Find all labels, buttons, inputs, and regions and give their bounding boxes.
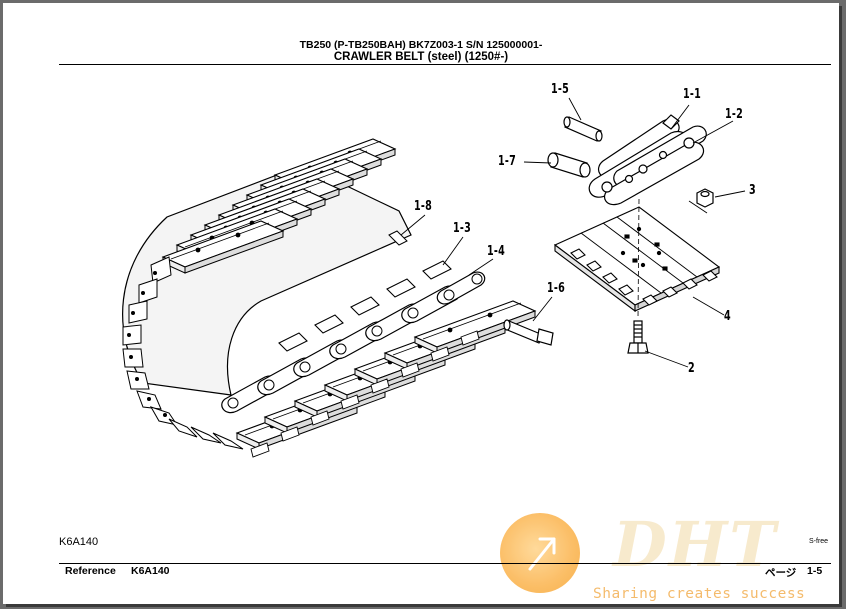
callout-1-5: 1-5: [551, 82, 570, 97]
part-3-nut: [696, 188, 714, 208]
callout-3: 3: [749, 183, 756, 198]
part-1-5-bushing: [563, 116, 603, 142]
center-line: [637, 198, 640, 320]
part-1-7-bushing: [547, 152, 591, 178]
parts-catalog-page: TB250 (P-TB250BAH) BK7Z003-1 S/N 1250000…: [3, 3, 839, 604]
callout-1-2: 1-2: [725, 107, 744, 122]
footer-page-number: 1-5: [807, 565, 823, 577]
header-divider: [59, 64, 831, 65]
leader-lines: [400, 97, 746, 368]
callout-4: 4: [724, 309, 731, 324]
page-title-assembly: CRAWLER BELT (steel) (1250#-): [333, 51, 509, 63]
watermark-logo-circle: [500, 513, 580, 593]
callout-2: 2: [688, 361, 695, 376]
part-1-1-link-assembly: [588, 114, 707, 206]
s-free-mark: S-free: [809, 538, 829, 545]
crawler-belt-assembly: [122, 138, 536, 458]
figure-code: K6A140: [59, 536, 99, 548]
watermark-brand: DHT: [613, 508, 778, 581]
callout-1-6: 1-6: [547, 281, 566, 296]
arrow-icon: [528, 537, 556, 571]
part-4-track-shoe: [553, 206, 721, 313]
footer-reference-code: K6A140: [131, 565, 170, 577]
footer-reference-label: Reference: [65, 565, 116, 577]
exploded-parts-drawing: [122, 97, 746, 458]
callout-1-8: 1-8: [414, 199, 433, 214]
page-title-model: TB250 (P-TB250BAH) BK7Z003-1 S/N 1250000…: [299, 39, 543, 51]
callout-1-1: 1-1: [683, 87, 702, 102]
callout-1-7: 1-7: [498, 154, 517, 169]
footer-divider: [59, 563, 831, 564]
part-1-6-pin: [503, 319, 554, 346]
footer-page-label: ページ: [765, 567, 797, 579]
callout-1-4: 1-4: [487, 244, 506, 259]
part-2-bolt: [627, 320, 649, 354]
callout-1-3: 1-3: [453, 221, 472, 236]
watermark-slogan: Sharing creates success: [593, 586, 806, 602]
